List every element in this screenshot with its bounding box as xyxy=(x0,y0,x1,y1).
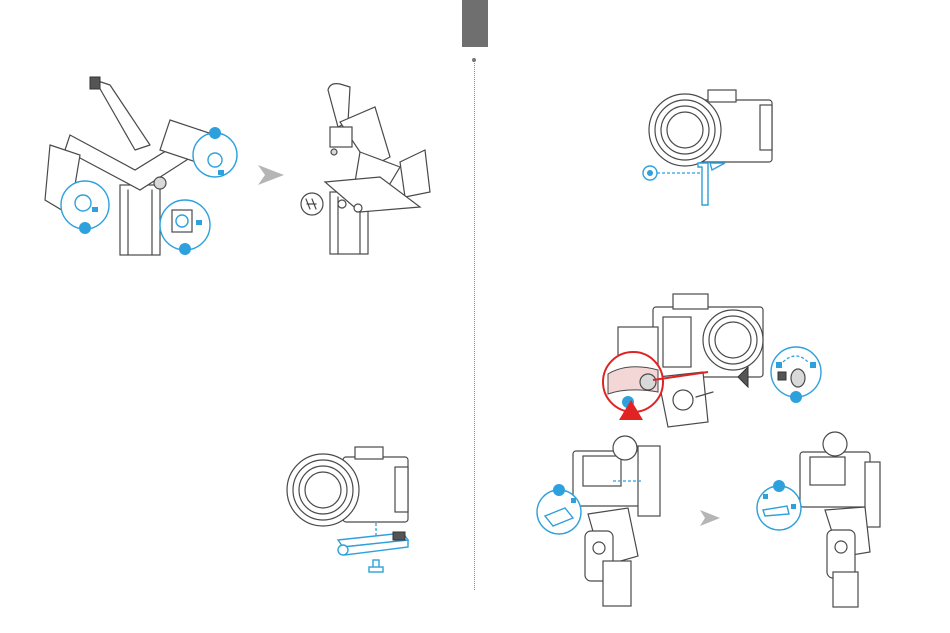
gimbal-arm xyxy=(658,372,713,427)
camera-lens xyxy=(287,454,359,526)
plate-icon xyxy=(338,532,408,555)
gimbal-handle xyxy=(585,508,638,606)
brand-knob-icon xyxy=(301,193,323,215)
camera-lens xyxy=(703,310,763,370)
divider-dot xyxy=(472,58,476,62)
screw-hole xyxy=(354,204,362,212)
plate-icon xyxy=(698,163,725,205)
gimbal-unlock-axes-illustration xyxy=(40,75,270,255)
page-tab-marker xyxy=(462,0,488,47)
column-divider xyxy=(474,60,475,590)
camera-attach-screw-illustration xyxy=(640,85,780,210)
gimbal-arms xyxy=(325,84,430,212)
gimbal-handle xyxy=(825,507,870,607)
knob-icon xyxy=(771,347,821,403)
camera-on-gimbal xyxy=(573,436,660,516)
camera-quick-release-plate-illustration xyxy=(283,445,418,580)
gimbal-lock-lever-open-illustration xyxy=(533,436,683,606)
lock-callout-left xyxy=(61,181,109,234)
screw-icon xyxy=(369,560,383,572)
gimbal-handle xyxy=(120,185,160,255)
lock-callout-bottom xyxy=(160,200,210,255)
camera-lens xyxy=(649,94,721,166)
screw-hole xyxy=(338,200,346,208)
tilt-knob-icon xyxy=(154,177,166,189)
arrow-right-icon xyxy=(258,165,284,185)
arrow-right-icon xyxy=(700,510,720,526)
camera-mount-gimbal-illustration xyxy=(598,292,833,432)
gimbal-unfolded-illustration xyxy=(300,82,440,254)
gimbal-lock-lever-closed-illustration xyxy=(755,432,895,607)
lock-icon xyxy=(757,480,801,530)
